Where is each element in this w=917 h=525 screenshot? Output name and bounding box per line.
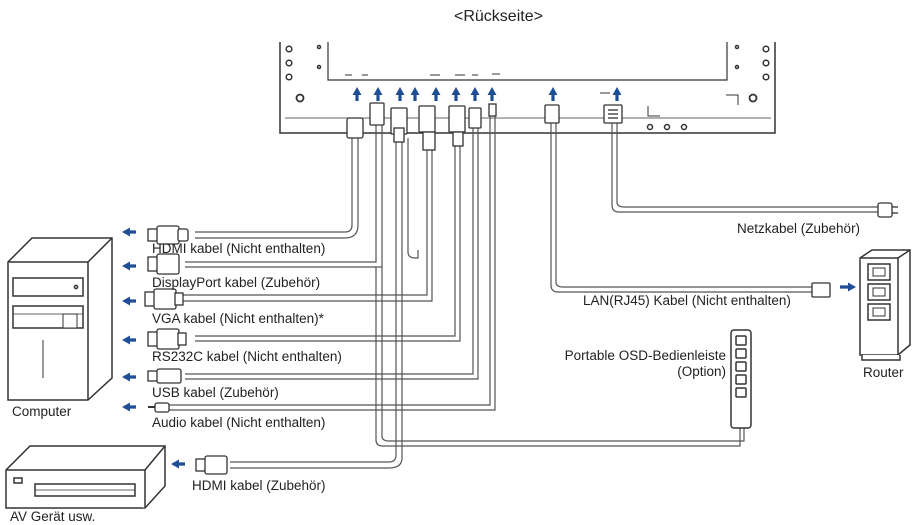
router-icon (859, 249, 911, 361)
label-computer: Computer (12, 404, 72, 419)
label-power: Netzkabel (Zubehör) (737, 221, 861, 236)
label-audio: Audio kabel (Nicht enthalten) (152, 415, 326, 430)
arrow-icon (122, 335, 136, 345)
computer-tower-icon (7, 237, 113, 401)
arrow-icon (122, 372, 136, 382)
label-osd-line1: Portable OSD-Bedienleiste (564, 348, 726, 363)
arrow-icon (171, 459, 185, 469)
arrows (122, 87, 856, 469)
arrow-icon (122, 227, 136, 237)
arrow-icon (840, 282, 856, 292)
arrow-icon (122, 402, 136, 412)
arrow-icon (612, 87, 622, 101)
arrow-icon (548, 87, 558, 101)
label-vga: VGA kabel (Nicht enthalten)* (152, 311, 324, 326)
label-osd-line2: (Option) (677, 364, 726, 379)
osd-remote-icon (730, 329, 752, 429)
arrow-icon (470, 87, 480, 101)
monitor-rear-panel (279, 42, 776, 134)
label-hdmi-av: HDMI kabel (Zubehör) (192, 478, 326, 493)
label-router: Router (863, 365, 904, 380)
label-rs232c: RS232C kabel (Nicht enthalten) (152, 349, 342, 364)
panel-plugs (346, 102, 623, 151)
cable-ends (144, 202, 898, 475)
arrow-icon (352, 87, 362, 101)
arrow-icon (122, 261, 136, 271)
av-player-icon (5, 445, 166, 509)
cable-lines (165, 115, 878, 469)
label-lan: LAN(RJ45) Kabel (Nicht enthalten) (583, 293, 791, 308)
arrow-icon (122, 296, 136, 306)
arrow-icon (431, 87, 441, 101)
arrow-icon (395, 87, 405, 101)
arrow-icon (410, 87, 420, 101)
page-title: <Rückseite> (454, 8, 543, 25)
label-av-device: AV Gerät usw. (10, 509, 96, 524)
arrow-icon (451, 87, 461, 101)
label-hdmi-pc: HDMI kabel (Nicht enthalten) (152, 241, 326, 256)
arrow-icon (487, 87, 497, 101)
label-usb: USB kabel (Zubehör) (152, 385, 279, 400)
label-displayport: DisplayPort kabel (Zubehör) (152, 275, 321, 290)
arrow-icon (373, 87, 383, 101)
